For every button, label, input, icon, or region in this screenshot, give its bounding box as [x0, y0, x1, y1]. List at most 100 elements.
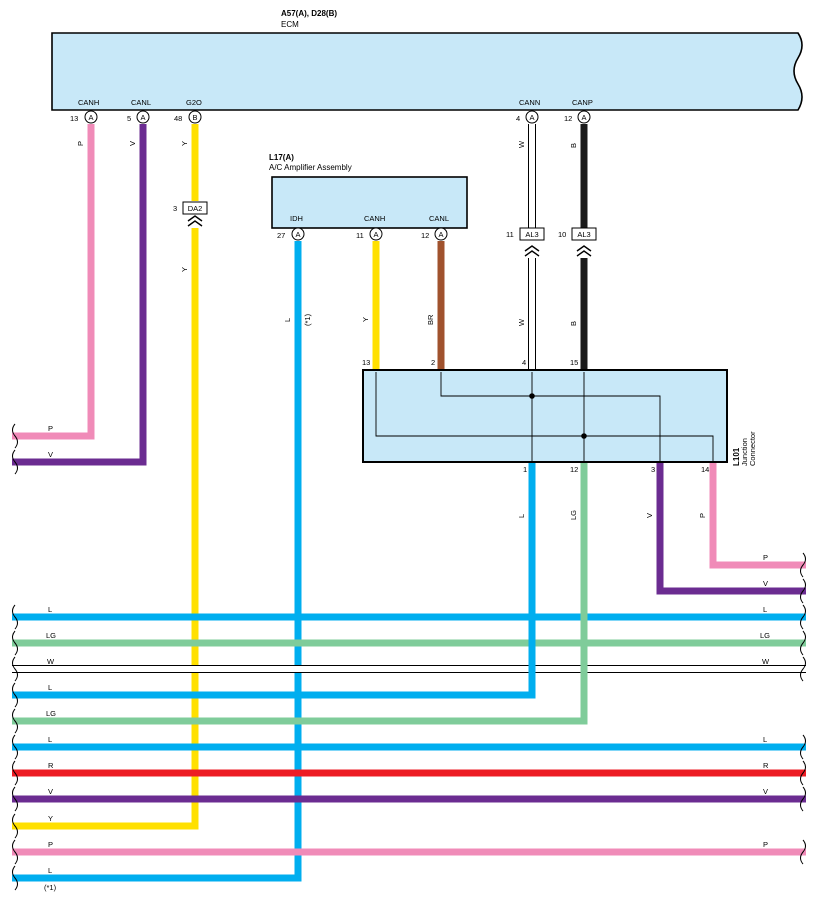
svg-text:2: 2 [431, 358, 435, 367]
svg-text:V: V [763, 579, 768, 588]
svg-text:LG: LG [569, 510, 578, 520]
left-stub-labels: P V [48, 424, 53, 459]
break-marks-left [12, 423, 18, 891]
amplifier-code: L17(A) [269, 153, 294, 162]
svg-text:Junction: Junction [740, 438, 749, 466]
svg-text:G2O: G2O [186, 98, 202, 107]
svg-text:W: W [47, 657, 55, 666]
svg-text:R: R [763, 761, 769, 770]
svg-text:P: P [76, 141, 85, 146]
svg-text:R: R [48, 761, 54, 770]
amplifier-box [271, 176, 468, 229]
svg-text:Connector: Connector [748, 431, 757, 466]
svg-text:W: W [517, 140, 526, 148]
svg-text:3: 3 [173, 204, 177, 213]
al3-connector-w: 11 AL3 W [506, 227, 545, 326]
svg-text:A: A [438, 230, 443, 239]
svg-text:LG: LG [46, 631, 56, 640]
wire-ecm-canh-p [12, 124, 95, 440]
svg-text:L: L [48, 735, 52, 744]
svg-text:L: L [763, 605, 767, 614]
svg-text:5: 5 [127, 114, 131, 123]
svg-text:B: B [569, 143, 578, 148]
right-stub-labels: P V [763, 553, 768, 588]
svg-text:3: 3 [651, 465, 655, 474]
svg-text:W: W [762, 657, 770, 666]
svg-text:A: A [140, 113, 145, 122]
svg-text:4: 4 [522, 358, 526, 367]
svg-text:L: L [517, 514, 526, 518]
svg-text:11: 11 [356, 231, 364, 240]
svg-text:14: 14 [701, 465, 709, 474]
wire-amp-idh-l [12, 241, 302, 882]
svg-text:Y: Y [180, 267, 189, 272]
junction-box [362, 369, 728, 463]
svg-text:DA2: DA2 [188, 204, 203, 213]
ecm-pin-g2o: G2O 48 B [174, 98, 202, 124]
svg-text:V: V [128, 141, 137, 146]
da2-connector: 3 DA2 Y [173, 201, 208, 272]
svg-text:P: P [763, 840, 768, 849]
svg-text:(*1): (*1) [303, 313, 312, 326]
svg-text:CANH: CANH [78, 98, 99, 107]
svg-text:B: B [569, 321, 578, 326]
wire-junction-14-p [709, 462, 806, 569]
ecm-codes: A57(A), D28(B) [281, 9, 337, 18]
ecm-pin-canh: CANH 13 A [70, 98, 99, 124]
svg-text:Y: Y [361, 317, 370, 322]
svg-text:CANN: CANN [519, 98, 540, 107]
ecm-pin-canl: CANL 5 A [127, 98, 151, 124]
svg-text:15: 15 [570, 358, 578, 367]
svg-text:L: L [763, 735, 767, 744]
junction-connector: 13 2 4 15 1 12 3 14 L LG V P L101 Juncti… [362, 358, 757, 520]
svg-text:27: 27 [277, 231, 285, 240]
ecm-pins: CANH 13 A CANL 5 A G2O 48 B CANN 4 A CAN… [70, 98, 593, 124]
svg-text:4: 4 [516, 114, 520, 123]
svg-text:P: P [48, 840, 53, 849]
svg-text:11: 11 [506, 230, 514, 239]
svg-text:12: 12 [564, 114, 572, 123]
ecm-box [51, 32, 803, 111]
svg-text:CANL: CANL [131, 98, 151, 107]
wire-ecm-canl-v [12, 124, 147, 466]
ecm-component: A57(A), D28(B) ECM [51, 9, 803, 111]
svg-text:V: V [48, 787, 53, 796]
svg-text:L: L [48, 605, 52, 614]
ecm-pin-canp: CANP 12 A [564, 98, 593, 124]
svg-text:1: 1 [523, 465, 527, 474]
amp-pin-canl: CANL 12 A BR [421, 214, 449, 325]
svg-text:V: V [645, 513, 654, 518]
svg-text:A: A [295, 230, 300, 239]
bus-line-l-2 [12, 462, 536, 699]
svg-text:CANL: CANL [429, 214, 449, 223]
al3-connector-b: 10 AL3 B [558, 227, 597, 326]
ecm-wire-labels: P V Y W B [76, 140, 578, 148]
amp-pin-canh: CANH 11 A Y [356, 214, 385, 322]
svg-text:V: V [48, 450, 53, 459]
bus-lines [12, 462, 806, 856]
amplifier-name: A/C Amplifier Assembly [269, 163, 352, 172]
svg-text:12: 12 [421, 231, 429, 240]
svg-text:P: P [48, 424, 53, 433]
svg-text:AL3: AL3 [577, 230, 590, 239]
svg-text:12: 12 [570, 465, 578, 474]
svg-text:L101: L101 [732, 447, 741, 466]
svg-text:L: L [48, 866, 52, 875]
svg-text:V: V [763, 787, 768, 796]
junction-node-1 [529, 393, 535, 399]
svg-text:P: P [763, 553, 768, 562]
junction-node-2 [581, 433, 587, 439]
svg-text:13: 13 [70, 114, 78, 123]
junction-internal-traces [375, 372, 714, 462]
break-marks-right [800, 552, 806, 865]
svg-text:P: P [698, 513, 707, 518]
bus-left-labels: L LG W L LG L R V Y P L [46, 605, 56, 875]
svg-text:L: L [48, 683, 52, 692]
bus-line-lg-2 [12, 462, 588, 725]
svg-text:BR: BR [426, 314, 435, 325]
svg-text:W: W [517, 318, 526, 326]
footnote: (*1) [44, 883, 57, 892]
ecm-pin-cann: CANN 4 A [516, 98, 540, 124]
svg-text:B: B [192, 113, 197, 122]
